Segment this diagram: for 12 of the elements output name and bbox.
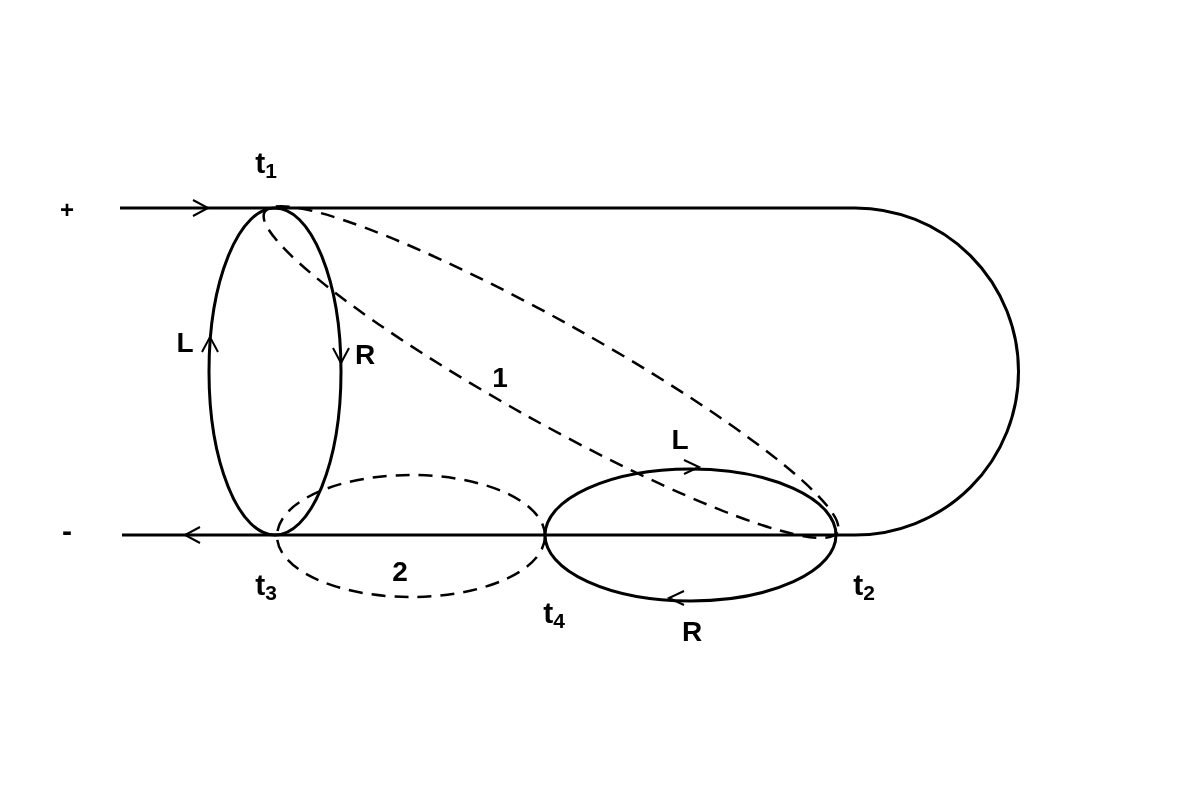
direction-label: R [354, 341, 376, 369]
direction-label: L [176, 329, 194, 357]
loop-number: 2 [392, 558, 408, 586]
point-label: t$_{3}$ [255, 570, 277, 600]
sign-label: + [60, 198, 74, 222]
direction-label: L [671, 426, 689, 454]
direction-label: R [681, 618, 703, 646]
sign-label: - [62, 516, 72, 546]
point-label: t$_{4}$ [543, 598, 565, 628]
point-label: t$_{1}$ [255, 148, 277, 178]
point-label: t$_{2}$ [853, 570, 875, 600]
loop-number: 1 [492, 364, 508, 392]
